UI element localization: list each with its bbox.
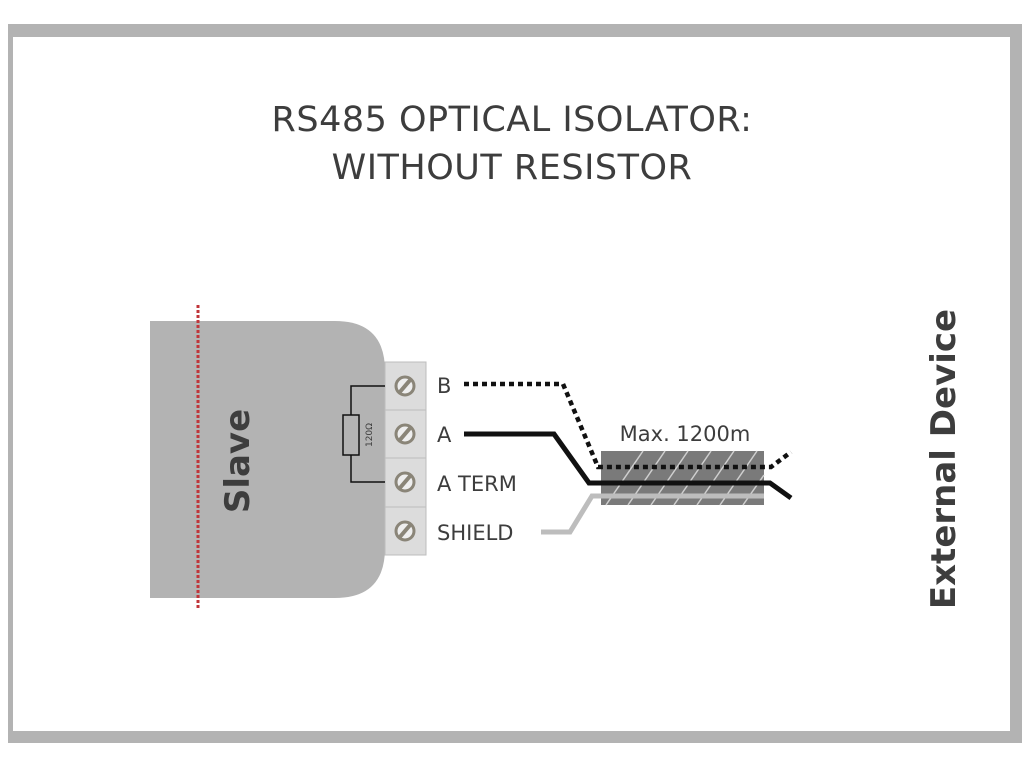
terminal-block [384, 361, 427, 556]
wire-shield [541, 493, 764, 535]
screw-icon [394, 520, 416, 542]
external-device-label: External Device [924, 309, 964, 609]
slave-device-body [150, 321, 385, 598]
resistor-icon [342, 385, 385, 483]
screw-icon [394, 423, 416, 445]
slave-label: Slave [218, 409, 258, 513]
terminal-label-a-term: A TERM [437, 472, 517, 496]
title-line-2: WITHOUT RESISTOR [331, 148, 693, 188]
terminal-b [384, 361, 427, 411]
screw-icon [394, 375, 416, 397]
terminal-label-shield: SHIELD [437, 521, 513, 545]
wire-b [464, 381, 793, 470]
terminal-label-a: A [437, 423, 452, 447]
diagram-title: RS485 OPTICAL ISOLATOR: WITHOUT RESISTOR [0, 96, 1024, 192]
terminal-label-b: B [437, 374, 451, 398]
resistor-value-label: 120Ω [365, 423, 375, 447]
cable-length-label: Max. 1200m [620, 422, 751, 446]
title-line-1: RS485 OPTICAL ISOLATOR: [271, 100, 753, 140]
screw-icon [394, 471, 416, 493]
wire-a [464, 431, 793, 501]
